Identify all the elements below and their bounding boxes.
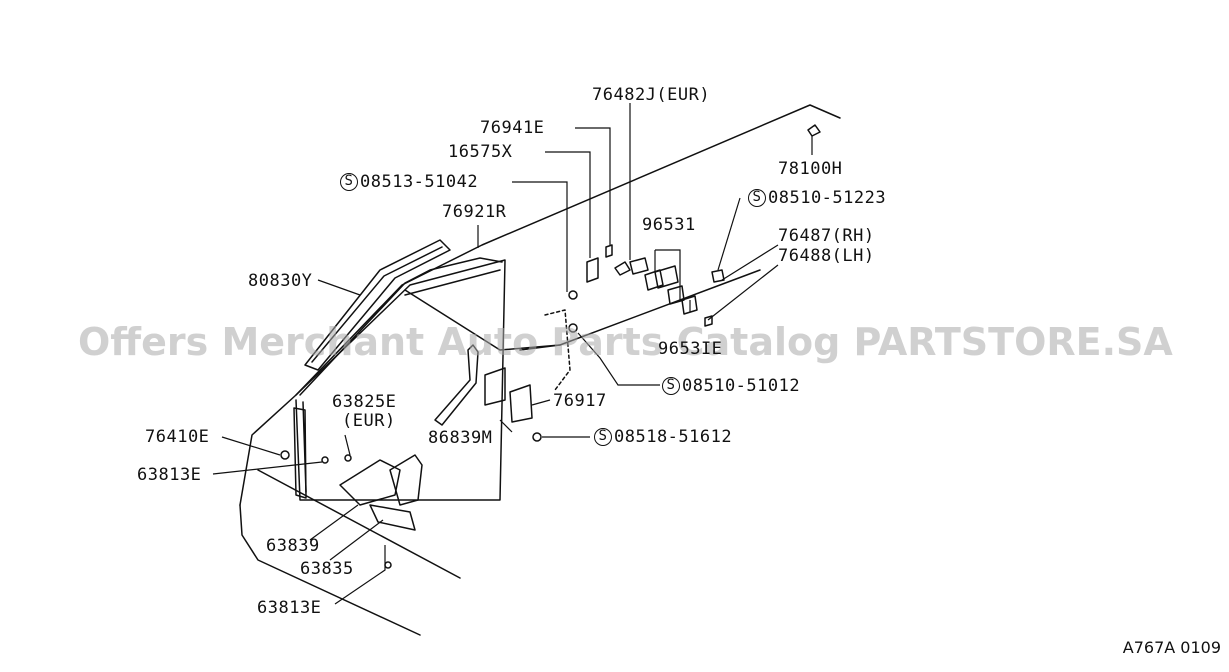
part-label-76921R[interactable]: 76921R [442,202,507,222]
window-frame [295,259,506,501]
part-number: 08510-51012 [682,376,801,396]
part-label-76487[interactable]: 76487(RH) [778,226,875,246]
sash-channel [299,257,503,396]
screw-symbol: S [748,189,766,207]
part-label-63825E[interactable]: 63825E [332,392,397,412]
lock-assembly [484,367,506,406]
part-label-63813E-lower[interactable]: 63813E [257,598,322,618]
part-label-76410E[interactable]: 76410E [145,427,210,447]
part-label-63839[interactable]: 63839 [266,536,320,556]
screw-symbol: S [662,377,680,395]
part-label-63835[interactable]: 63835 [300,559,354,579]
part-label-76482J[interactable]: 76482J(EUR) [592,85,711,105]
window-frame-inner [302,269,501,493]
screw-symbol: S [340,173,358,191]
part-label-78100H[interactable]: 78100H [778,159,843,179]
run-channel [304,239,451,371]
part-label-76917[interactable]: 76917 [553,391,607,411]
part-label-76941E[interactable]: 76941E [480,118,545,138]
part-label-16575X[interactable]: 16575X [448,142,513,162]
part-label-80830Y[interactable]: 80830Y [248,271,313,291]
part-number: 08518-51612 [614,427,733,447]
part-label-76488[interactable]: 76488(LH) [778,246,875,266]
door-outline [239,104,841,506]
part-number: 08513-51042 [360,172,479,192]
part-label-96531[interactable]: 96531 [642,215,696,235]
diagram-id: A767A 0109 [1122,638,1221,657]
regulator-plate [339,459,401,506]
part-label-eur-note: (EUR) [342,411,396,431]
part-number: 08510-51223 [768,188,887,208]
part-label-86839M[interactable]: 86839M [428,428,493,448]
glass-guide [434,344,479,426]
door-lower-edge [239,504,421,636]
screw-symbol: S [594,428,612,446]
watermark: Offers Merchant Auto Parts Catalog PARTS… [78,320,1173,364]
part-label-63813E-upper[interactable]: 63813E [137,465,202,485]
part-label-9653IE[interactable]: 9653IE [658,339,723,359]
door-bottom-line [257,469,461,579]
